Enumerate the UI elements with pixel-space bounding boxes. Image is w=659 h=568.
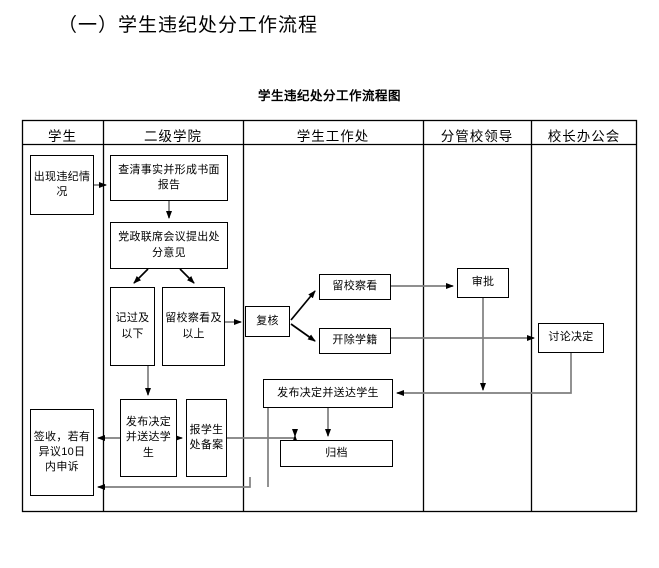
node-publish-deliver-college[interactable]: 发布决定并送达学生 [120,399,177,477]
node-expulsion[interactable]: 开除学籍 [319,328,391,354]
column-header-president-office: 校长办公会 [547,129,621,144]
node-investigate-write-report[interactable]: 查清事实并形成书面报告 [110,155,228,201]
node-probation-sanction[interactable]: 留校察看 [319,274,391,300]
node-approval[interactable]: 审批 [457,268,509,298]
node-receipt-appeal[interactable]: 签收，若有异议10日内申诉 [30,409,94,496]
diagram-title: 学生违纪处分工作流程图 [257,89,401,103]
edge-review-to-probation-sanction [290,290,316,321]
column-header-college: 二级学院 [144,129,202,144]
node-demerit-or-below[interactable]: 记过及以下 [110,287,155,366]
edge-meeting-to-demerit [133,268,149,284]
node-publish-deliver-affairs[interactable]: 发布决定并送达学生 [263,379,393,408]
edge-review-to-expulsion [290,323,316,342]
node-incident-occurred[interactable]: 出现违纪情况 [30,155,94,215]
edge-meeting-to-probation [179,268,195,284]
edge-file-record-to-archive [227,435,298,443]
node-probation-or-above[interactable]: 留校察看及以上 [162,287,225,366]
column-header-vice-president: 分管校领导 [440,129,514,144]
column-header-student: 学生 [48,129,77,144]
page-title: （一）学生违纪处分工作流程 [58,15,319,36]
node-file-with-student-affairs[interactable]: 报学生处备案 [186,399,227,477]
node-discussion-decision[interactable]: 讨论决定 [538,323,604,353]
edge-decision-to-publish [396,353,572,396]
column-header-student-affairs: 学生工作处 [296,129,370,144]
node-archive[interactable]: 归档 [280,440,393,467]
swimlane-table-frame [21,119,638,513]
node-review[interactable]: 复核 [245,306,290,337]
edge-file-record-to-appeal [97,477,251,490]
node-party-meeting-opinion[interactable]: 党政联席会议提出处分意见 [110,222,228,269]
